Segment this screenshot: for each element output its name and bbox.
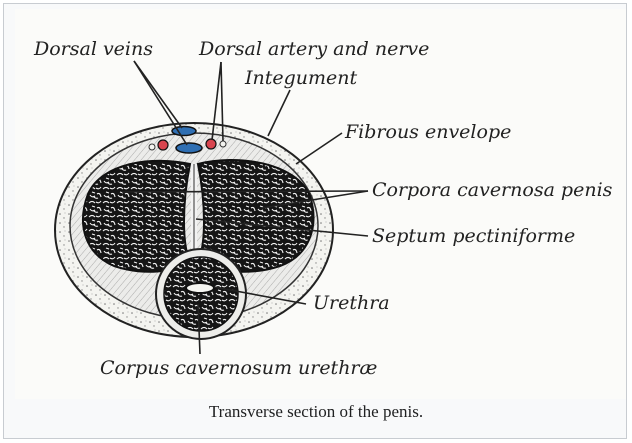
corpus-spongiosum-tissue bbox=[164, 257, 238, 331]
leader-integument bbox=[268, 90, 290, 136]
dorsal-nerve-right bbox=[220, 141, 226, 147]
label-septum: Septum pectiniforme bbox=[372, 225, 575, 247]
label-corpus-urethrae: Corpus cavernosum urethræ bbox=[100, 357, 377, 379]
dorsal-nerve-left bbox=[149, 144, 155, 150]
label-integument: Integument bbox=[244, 67, 358, 89]
dorsal-artery-right bbox=[206, 139, 216, 149]
leader-fibrous-envelope bbox=[296, 133, 342, 164]
label-urethra: Urethra bbox=[313, 292, 390, 314]
figure-caption: Transverse section of the penis. bbox=[4, 402, 628, 422]
label-fibrous-envelope: Fibrous envelope bbox=[344, 121, 511, 143]
label-dorsal-artery-nerve: Dorsal artery and nerve bbox=[198, 38, 429, 60]
cross-section-diagram: Dorsal veins Dorsal artery and nerve Int… bbox=[4, 4, 628, 404]
leader-corpora-left bbox=[122, 191, 368, 192]
label-dorsal-veins: Dorsal veins bbox=[33, 38, 153, 60]
dorsal-vein-deep bbox=[176, 143, 202, 153]
label-corpora-cavernosa: Corpora cavernosa penis bbox=[372, 179, 613, 201]
dorsal-artery-left bbox=[158, 140, 168, 150]
urethra-lumen bbox=[186, 283, 214, 293]
figure-frame: Dorsal veins Dorsal artery and nerve Int… bbox=[3, 3, 627, 439]
